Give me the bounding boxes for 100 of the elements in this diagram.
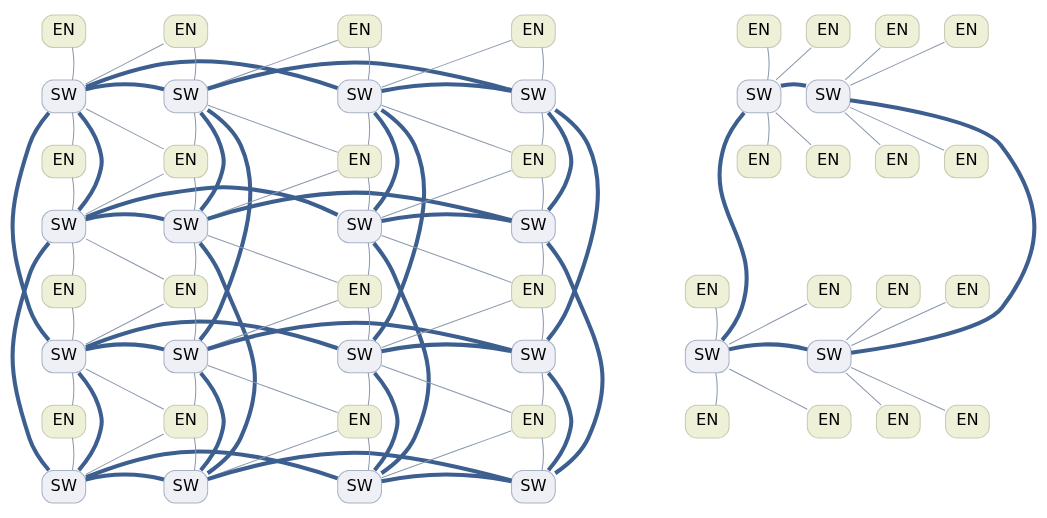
connector (849, 98, 1037, 355)
connector (367, 307, 370, 341)
connector (85, 173, 165, 215)
node-box: SW (337, 209, 382, 244)
connector (193, 177, 197, 211)
node-box: SW (736, 79, 782, 114)
connector (71, 372, 75, 406)
connector (199, 111, 226, 212)
connector (381, 365, 512, 414)
node-box: EN (41, 14, 87, 49)
node-box: EN (736, 144, 782, 179)
connector (367, 47, 370, 81)
connector (85, 43, 165, 85)
connector (775, 112, 812, 146)
connector (199, 371, 226, 472)
node-box: SW (41, 209, 87, 244)
node-box: EN (684, 404, 730, 439)
node-box: EN (944, 144, 989, 179)
connector (71, 437, 75, 471)
node-box: EN (41, 144, 87, 179)
connector (541, 307, 544, 341)
node-box: EN (511, 14, 556, 49)
connector (767, 47, 770, 81)
connector (193, 47, 197, 81)
node-box: EN (337, 144, 382, 179)
connector (728, 342, 808, 352)
connector (207, 450, 512, 483)
connector (546, 111, 574, 212)
node-box: SW (511, 339, 556, 374)
connector (207, 365, 338, 414)
node-box: SW (163, 79, 209, 114)
node-box: EN (337, 404, 382, 439)
node-box: EN (511, 404, 556, 439)
node-box: EN (684, 274, 730, 309)
connector (775, 47, 812, 81)
connector (541, 112, 544, 146)
connector (850, 302, 946, 346)
node-box: SW (337, 339, 382, 374)
connector (71, 307, 75, 341)
node-box: SW (511, 469, 556, 504)
connector (849, 106, 945, 151)
node-box: EN (337, 274, 382, 309)
connector (541, 242, 544, 276)
connector (373, 371, 400, 472)
connector (85, 472, 165, 482)
node-box: EN (163, 14, 209, 49)
connector (381, 169, 512, 218)
connector (85, 303, 165, 345)
connector (381, 234, 512, 283)
connector (207, 104, 339, 153)
connector (844, 47, 882, 81)
connector (381, 342, 512, 354)
connector (71, 177, 75, 211)
node-box: EN (806, 274, 852, 309)
connector (85, 433, 165, 475)
connector (845, 307, 883, 341)
connector (546, 371, 574, 472)
connector (85, 238, 165, 280)
connector (77, 111, 104, 212)
node-box: EN (805, 144, 851, 179)
node-box: SW (337, 469, 382, 504)
connector (71, 242, 75, 276)
connector (77, 371, 104, 472)
node-box: SW (163, 209, 209, 244)
connector (85, 59, 339, 90)
connector (85, 449, 339, 481)
node-box: SW (684, 339, 730, 374)
connector (849, 41, 945, 86)
connector (381, 300, 512, 349)
connector (367, 242, 370, 276)
node-box: SW (41, 469, 87, 504)
connector (193, 307, 197, 341)
connector (541, 47, 544, 81)
connector (193, 242, 197, 276)
node-box: SW (805, 79, 851, 114)
node-box: SW (163, 469, 209, 504)
node-box: SW (163, 339, 209, 374)
node-box: EN (945, 404, 990, 439)
node-box: EN (874, 144, 920, 179)
connector (546, 241, 605, 475)
node-box: EN (806, 404, 852, 439)
connector (717, 111, 749, 342)
node-box: EN (874, 14, 920, 49)
node-box: EN (945, 274, 990, 309)
node-box: EN (736, 14, 782, 49)
connector (381, 212, 512, 224)
connector (85, 108, 165, 150)
connector (10, 241, 51, 472)
node-box: EN (944, 14, 989, 49)
node-box: EN (511, 144, 556, 179)
node-box: EN (337, 14, 382, 49)
connector (367, 177, 370, 211)
connector (372, 108, 427, 342)
connector (207, 320, 512, 353)
node-box: EN (875, 404, 921, 439)
node-box: SW (337, 79, 382, 114)
node-box: EN (41, 274, 87, 309)
node-box: SW (511, 209, 556, 244)
connector (367, 437, 370, 471)
node-box: EN (805, 14, 851, 49)
